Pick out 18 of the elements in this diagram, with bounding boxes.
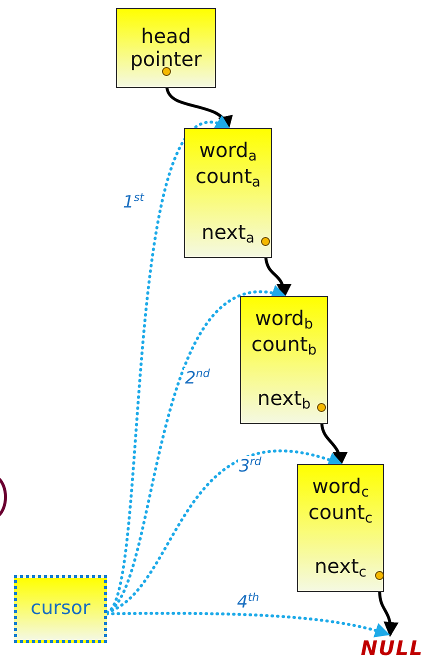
field-labels: word$_{a}$ count$_{a}$	[194, 139, 262, 190]
null-text: NULL	[360, 636, 424, 660]
field-labels: word$_{b}$ count$_{b}$	[250, 307, 318, 358]
next-field-label: next$_{b}$	[257, 387, 311, 413]
record-box	[184, 128, 272, 258]
dotted-arrow	[106, 287, 287, 614]
pointer-box	[116, 8, 216, 88]
node-label: cursor	[30, 598, 90, 620]
next-field-label: next$_{c}$	[314, 555, 366, 581]
next-field-label: next$_{a}$	[202, 221, 254, 247]
record-box	[297, 464, 384, 592]
cursor-box	[14, 575, 107, 643]
arrow	[378, 590, 398, 637]
record-box	[240, 296, 328, 424]
dotted-arrow	[106, 612, 390, 638]
field-labels: word$_{c}$ count$_{c}$	[307, 475, 374, 526]
node-label: head pointer	[129, 25, 203, 71]
dotted-arrow	[106, 450, 344, 614]
